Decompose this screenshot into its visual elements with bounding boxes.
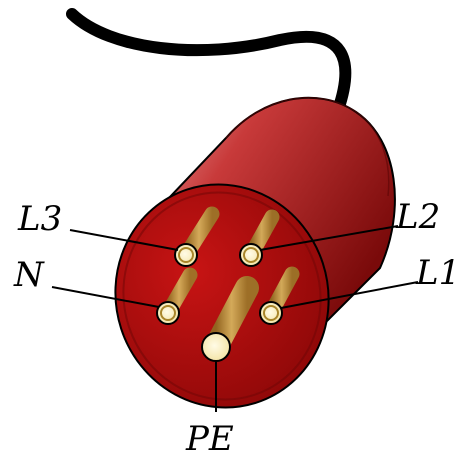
label-l3: L3 [17,199,62,239]
leader-l2 [259,225,399,251]
plug-face [114,183,330,409]
leader-l3 [69,229,179,251]
leader-lines [51,225,419,412]
label-l1: L1 [415,253,460,293]
cable [66,8,352,116]
pin-n [156,301,180,325]
pin-l2 [239,243,263,267]
pin-l3 [174,243,198,267]
label-n: N [13,255,45,295]
leader-l1 [280,281,419,309]
pin-pe [201,332,231,362]
label-l2: L2 [395,197,440,237]
leader-n [51,286,160,308]
pin-l1 [259,301,283,325]
label-pe: PE [185,419,234,459]
